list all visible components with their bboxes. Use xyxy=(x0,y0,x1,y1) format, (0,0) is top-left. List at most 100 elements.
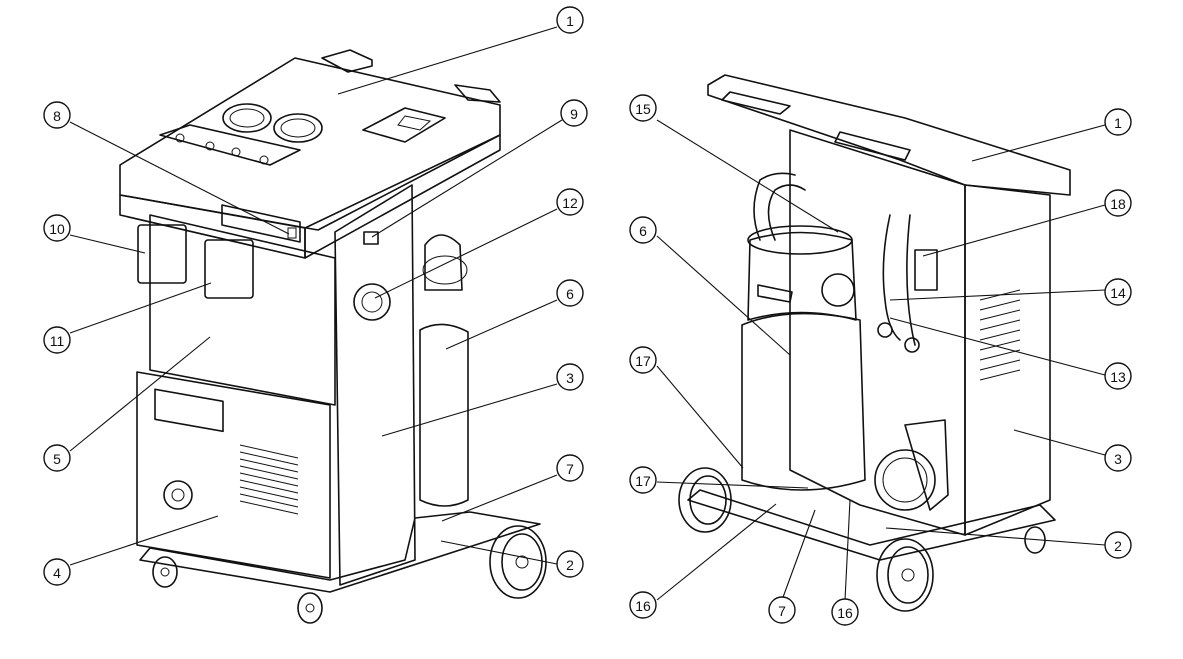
left-label-plate xyxy=(154,388,224,433)
callout-circle xyxy=(556,6,584,34)
right-top-console xyxy=(707,74,1071,196)
callout-number: 15 xyxy=(635,101,651,117)
left-callout-9: 9 xyxy=(560,99,588,127)
callout-circle xyxy=(1104,189,1132,217)
callout-number: 12 xyxy=(562,195,578,211)
right-hoses xyxy=(882,214,901,341)
left-top-console xyxy=(119,57,501,231)
left-callout-group: 1 8 9 10 11 12 6 5 3 4 7 2 xyxy=(43,6,588,586)
left-port xyxy=(353,283,391,321)
left-printer-slot xyxy=(221,204,301,243)
right-base-platform xyxy=(687,489,1056,561)
callout-number: 2 xyxy=(1114,538,1122,554)
left-front-port xyxy=(163,480,193,510)
callout-circle xyxy=(1104,278,1132,306)
left-lower-front-panel xyxy=(136,371,331,579)
left-switch xyxy=(363,231,379,245)
left-callout-8: 8 xyxy=(43,101,71,129)
callout-number: 11 xyxy=(50,333,65,349)
left-callout-10: 10 xyxy=(43,214,71,242)
right-callout-7: 7 xyxy=(768,596,796,624)
right-callout-17: 17 xyxy=(629,466,657,494)
callout-number: 9 xyxy=(570,106,578,122)
callout-number: 3 xyxy=(566,370,574,386)
callout-circle xyxy=(629,466,657,494)
callout-circle xyxy=(560,99,588,127)
left-callout-3: 3 xyxy=(556,363,584,391)
right-callout-18: 18 xyxy=(1104,189,1132,217)
right-big-wheel-rear xyxy=(678,467,732,533)
right-machine-view xyxy=(678,74,1071,612)
callout-circle xyxy=(556,188,584,216)
callout-number: 2 xyxy=(566,557,574,573)
callout-number: 14 xyxy=(1110,285,1126,301)
right-callout-13: 13 xyxy=(1104,362,1132,390)
callout-circle xyxy=(1104,444,1132,472)
left-callout-11: 11 xyxy=(43,326,71,354)
left-callout-7: 7 xyxy=(556,454,584,482)
callout-circle xyxy=(768,596,796,624)
left-big-wheel xyxy=(489,525,547,599)
left-console-front xyxy=(119,194,306,259)
callout-number: 13 xyxy=(1110,369,1126,385)
callout-circle xyxy=(1104,531,1132,559)
left-console-side xyxy=(304,134,501,259)
left-upper-front-panel xyxy=(149,214,336,406)
left-callout-12: 12 xyxy=(556,188,584,216)
left-machine-view xyxy=(119,49,547,624)
callout-circle xyxy=(629,591,657,619)
right-vent-grille xyxy=(979,289,1021,381)
callout-number: 1 xyxy=(1114,115,1122,131)
left-callout-2: 2 xyxy=(556,550,584,578)
callout-circle xyxy=(43,444,71,472)
callout-number: 16 xyxy=(635,598,651,614)
left-callout-6: 6 xyxy=(556,279,584,307)
left-side-panel xyxy=(334,184,416,586)
left-gauge-low xyxy=(222,103,272,133)
left-caster-rear xyxy=(297,592,323,624)
callout-circle xyxy=(629,94,657,122)
right-vacuum-pump xyxy=(874,419,949,511)
left-handle-rear xyxy=(321,49,373,73)
left-cylinder xyxy=(419,323,469,507)
left-caster-front xyxy=(152,556,178,588)
callout-circle xyxy=(1104,108,1132,136)
callout-number: 17 xyxy=(635,353,651,369)
callout-number: 3 xyxy=(1114,451,1122,467)
callout-circle xyxy=(556,550,584,578)
callout-number: 6 xyxy=(566,286,574,302)
right-bracket-18 xyxy=(914,249,938,291)
left-callout-5: 5 xyxy=(43,444,71,472)
right-callout-6: 6 xyxy=(629,216,657,244)
callout-circle xyxy=(556,363,584,391)
callout-number: 6 xyxy=(639,223,647,239)
callout-circle xyxy=(43,214,71,242)
callout-circle xyxy=(556,454,584,482)
callout-number: 10 xyxy=(49,221,65,237)
callout-circle xyxy=(43,326,71,354)
right-leader-lines xyxy=(656,119,1106,601)
right-callout-14: 14 xyxy=(1104,278,1132,306)
callout-circle xyxy=(1104,362,1132,390)
left-callout-4: 4 xyxy=(43,558,71,586)
callout-circle xyxy=(556,279,584,307)
right-callout-15: 15 xyxy=(629,94,657,122)
callout-number: 17 xyxy=(635,473,651,489)
right-callout-3: 3 xyxy=(1104,444,1132,472)
right-callout-2: 2 xyxy=(1104,531,1132,559)
callout-circle xyxy=(43,101,71,129)
callout-circle xyxy=(831,598,859,626)
left-gauge-high xyxy=(273,113,323,143)
right-callout-16: 16 xyxy=(629,591,657,619)
left-oil-bottle-11 xyxy=(204,239,254,299)
left-leader-lines xyxy=(69,26,563,566)
callout-number: 7 xyxy=(566,461,574,477)
left-handle-right xyxy=(454,84,501,103)
left-callout-1: 1 xyxy=(556,6,584,34)
callout-number: 4 xyxy=(53,565,61,581)
callout-number: 5 xyxy=(53,451,61,467)
callout-number: 8 xyxy=(53,108,61,124)
left-valve-plate xyxy=(159,124,301,166)
